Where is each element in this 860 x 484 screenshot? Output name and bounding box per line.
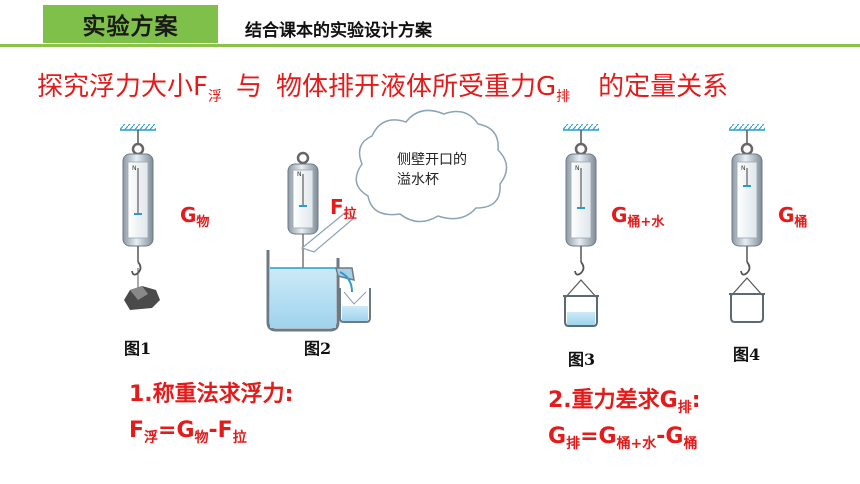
header-bar: 实验方案 结合课本的实验设计方案 [0, 0, 860, 50]
header-tab: 实验方案 [43, 5, 218, 43]
scale4-unit: N [741, 165, 746, 172]
header-divider [0, 44, 860, 47]
overflow-beaker [266, 250, 355, 332]
callout-text: 侧壁开口的 溢水杯 [397, 150, 467, 190]
title-sub1: 浮 [207, 89, 222, 105]
label-g-tong-shui: G桶+水 [611, 203, 665, 230]
header-subtitle: 结合课本的实验设计方案 [245, 21, 432, 41]
catch-beaker [339, 288, 371, 323]
callout-line1: 侧壁开口的 [397, 152, 467, 168]
label-f-la: F拉 [330, 195, 357, 222]
label-g-wu: G物 [180, 203, 210, 230]
title-part2: 与 [235, 72, 262, 102]
spring-scale-4 [729, 124, 765, 323]
figure-label-2: 图2 [304, 339, 332, 358]
title-part1: 探究浮力大小F [37, 72, 208, 102]
figure-label-1: 图1 [124, 339, 152, 358]
title-sub2: 排 [556, 89, 571, 105]
label-g-tong: G桶 [778, 203, 808, 230]
figure-label-3: 图3 [568, 350, 596, 369]
cloud-callout [300, 109, 508, 253]
method1-formula: F浮=G物-F拉 [129, 418, 247, 446]
spring-scale-3 [563, 124, 599, 327]
title-part4: 的定量关系 [598, 72, 729, 102]
title-part3: 物体排开液体所受重力G [275, 72, 557, 102]
spring-scale-1 [120, 124, 160, 310]
scale2-unit: N [297, 171, 302, 178]
scale3-unit: N [575, 165, 580, 172]
figure-label-4: 图4 [733, 345, 761, 364]
method2-formula: G排=G桶+水-G桶 [548, 424, 698, 452]
method2-heading: 2.重力差求G排: [548, 388, 701, 416]
callout-line2: 溢水杯 [397, 172, 439, 188]
scale1-unit: N [132, 165, 137, 172]
method1-heading: 1.称重法求浮力: [129, 382, 294, 407]
page-title: 探究浮力大小F浮与物体排开液体所受重力G排 的定量关系 [37, 66, 729, 105]
